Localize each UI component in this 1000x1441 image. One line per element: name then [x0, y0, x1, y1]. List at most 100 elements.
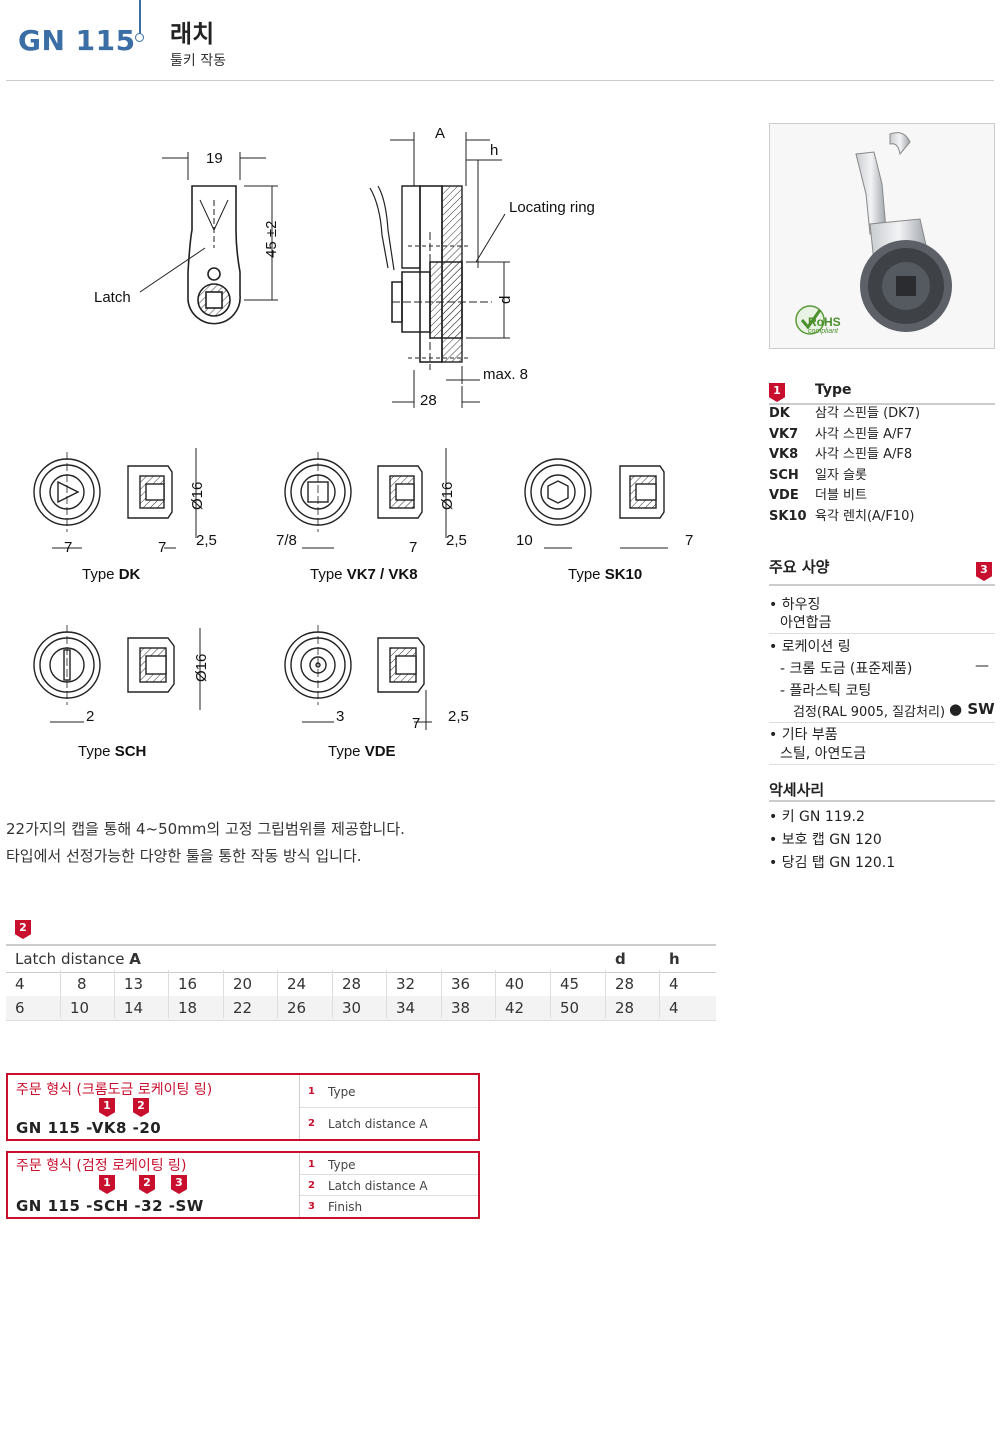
col-header-h: h: [669, 950, 680, 968]
col-header-a: Latch distance A: [15, 950, 141, 968]
latch-label: Latch: [94, 289, 131, 306]
intro-line-1: 22가지의 캡을 통해 4~50mm의 고정 그립범위를 제공합니다.: [6, 820, 405, 838]
specs-heading: 주요 사양: [769, 558, 830, 576]
dk-width-label: 7: [64, 539, 72, 556]
latch-photo-illustration: RoHS compliant: [795, 132, 952, 335]
legend-number: 1: [308, 1086, 315, 1097]
header-divider-line: [139, 0, 141, 34]
side-view-drawing: [377, 185, 395, 271]
vde-width-label: 3: [336, 708, 344, 725]
legend-text: Type: [328, 1085, 356, 1099]
dim-h-label: h: [490, 142, 498, 159]
order-example-chrome: 주문 형식 (크롬도금 로케이팅 링) 1 2 GN 115 -VK8 -20 …: [6, 1073, 480, 1141]
type-sk10-label: Type SK10: [568, 566, 642, 583]
header-rule: [6, 80, 994, 81]
type-dk-label: Type DK: [82, 566, 141, 583]
sk-width-label: 10: [516, 532, 533, 549]
page-title: 래치: [170, 20, 215, 48]
sk-width2-label: 7: [685, 532, 693, 549]
spec-ring-plastic-code: ● SW: [949, 700, 995, 718]
badge-1: 1: [99, 1098, 115, 1117]
spec-housing: • 하우징: [769, 597, 821, 613]
accessories-heading: 악세사리: [769, 781, 825, 799]
locating-ring-label: Locating ring: [509, 199, 595, 216]
product-code: GN 115: [18, 24, 136, 57]
type-sch-label: Type SCH: [78, 743, 146, 760]
legend-text: Finish: [328, 1200, 363, 1214]
vde-width2-label: 7: [412, 715, 420, 732]
legend-text: Latch distance A: [328, 1179, 428, 1193]
table-header-row: Latch distance A d h: [6, 944, 716, 973]
spec-other-material: 스틸, 아연도금: [780, 746, 867, 762]
rohs-compliant-label: compliant: [808, 328, 839, 335]
technical-drawing: 19 45 ±2 Latch A h Locating ring d max. …: [33, 125, 693, 760]
accessory-item: • 보호 캡 GN 120: [769, 832, 882, 848]
type-heading-rule: [769, 403, 995, 405]
dk-dia-label: Ø16: [189, 482, 206, 510]
type-dk-drawing: [33, 448, 197, 549]
legend-number: 1: [308, 1159, 315, 1170]
order-example-black: 주문 형식 (검정 로케이팅 링) 1 2 3 GN 115 -SCH -32 …: [6, 1151, 480, 1219]
dk-width2-label: 7: [158, 539, 166, 556]
badge-1: 1: [769, 383, 785, 402]
legend-number: 3: [308, 1201, 315, 1212]
dim-d-label: d: [497, 296, 514, 304]
dk-thk-label: 2,5: [196, 532, 217, 549]
spec-housing-material: 아연합금: [780, 615, 832, 631]
vk-width-label: 7/8: [276, 532, 297, 549]
type-sch-drawing: [33, 625, 201, 723]
rohs-label: RoHS: [808, 315, 841, 329]
spec-ring-chrome-code: —: [975, 658, 989, 674]
accessory-item: • 당김 탭 GN 120.1: [769, 855, 896, 871]
spec-other: • 기타 부품: [769, 727, 838, 743]
accessories-list: • 키 GN 119.2 • 보호 캡 GN 120 • 당김 탭 GN 120…: [769, 804, 995, 874]
product-photo: RoHS compliant: [769, 123, 995, 349]
sch-width-label: 2: [86, 708, 94, 725]
vk-dia-label: Ø16: [439, 482, 456, 510]
dim-45-label: 45 ±2: [263, 221, 280, 258]
intro-line-2: 타입에서 선정가능한 다양한 툴을 통한 작동 방식 입니다.: [6, 847, 362, 865]
badge-3: 3: [976, 562, 992, 581]
legend-number: 2: [308, 1118, 315, 1129]
order-code: GN 115 -SCH -32 -SW: [16, 1197, 204, 1215]
spec-ring-chrome: - 크롬 도금 (표준제품): [780, 661, 913, 677]
badge-1: 1: [99, 1175, 115, 1194]
type-vde-drawing: [284, 625, 432, 730]
spec-ring: • 로케이션 링: [769, 639, 851, 655]
type-list-header: 1 Type: [769, 379, 995, 405]
legend-number: 2: [308, 1180, 315, 1191]
page-subtitle: 툴키 작동: [170, 53, 226, 69]
type-heading: Type: [815, 382, 852, 398]
dim-28-label: 28: [420, 392, 437, 409]
specs-list: • 하우징 아연합금 • 로케이션 링 - 크롬 도금 (표준제품) — - 플…: [769, 592, 995, 772]
latch-arm-drawing: [187, 185, 241, 325]
table-row: 4 8 13 16 20 24 28 32 36 40 45 28 4: [6, 972, 716, 997]
legend-text: Type: [328, 1158, 356, 1172]
type-vk-drawing: [284, 448, 447, 549]
table-row: 6 10 14 18 22 26 30 34 38 42 50 28 4: [6, 996, 716, 1021]
type-sk10-drawing: [524, 458, 668, 549]
order-label: 주문 형식 (크롬도금 로케이팅 링): [16, 1082, 213, 1098]
legend-text: Latch distance A: [328, 1117, 428, 1131]
badge-3: 3: [171, 1175, 187, 1194]
order-label: 주문 형식 (검정 로케이팅 링): [16, 1158, 187, 1174]
accessory-item: • 키 GN 119.2: [769, 809, 865, 825]
spec-ring-plastic-detail: 검정(RAL 9005, 질감처리): [793, 705, 946, 720]
intro-text: 22가지의 캡을 통해 4~50mm의 고정 그립범위를 제공합니다. 타입에서…: [6, 816, 405, 870]
col-header-d: d: [615, 950, 626, 968]
dim-19-label: 19: [206, 150, 223, 167]
badge-2: 2: [133, 1098, 149, 1117]
sch-dia-label: Ø16: [193, 654, 210, 682]
dim-a-label: A: [435, 125, 445, 142]
vk-width2-label: 7: [409, 539, 417, 556]
vde-thk-label: 2,5: [448, 708, 469, 725]
vk-thk-label: 2,5: [446, 532, 467, 549]
accessories-rule: [769, 800, 995, 802]
dimension-table: Latch distance A d h 4 8 13 16 20 24 28 …: [6, 944, 716, 1021]
